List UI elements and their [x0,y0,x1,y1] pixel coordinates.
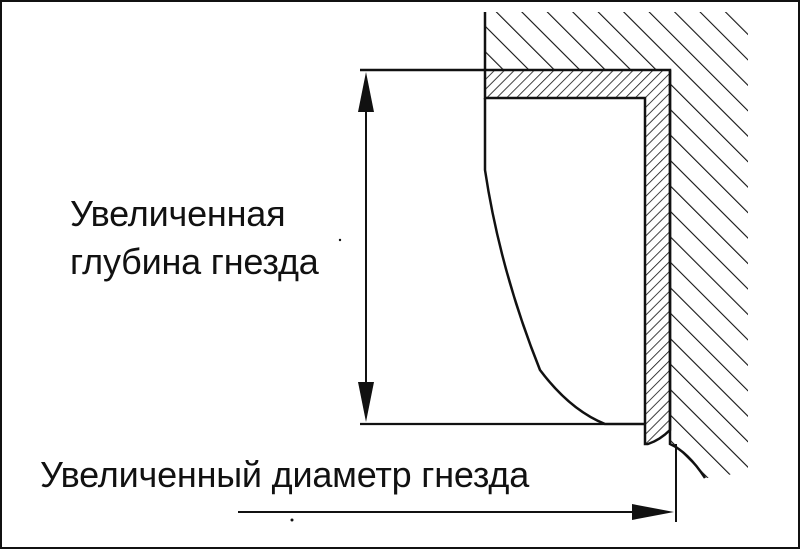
depth-label-line2: глубина гнезда [70,241,319,282]
speck [338,238,342,242]
seat-bore-outline [360,68,645,426]
depth-dimension-arrow [358,72,374,422]
diameter-dimension-arrow [238,444,677,522]
seat-insert [483,68,672,446]
depth-label-line1: Увеличенная [70,193,286,234]
diameter-label: Увеличенный диаметр гнезда [40,454,530,495]
speck [290,518,294,522]
